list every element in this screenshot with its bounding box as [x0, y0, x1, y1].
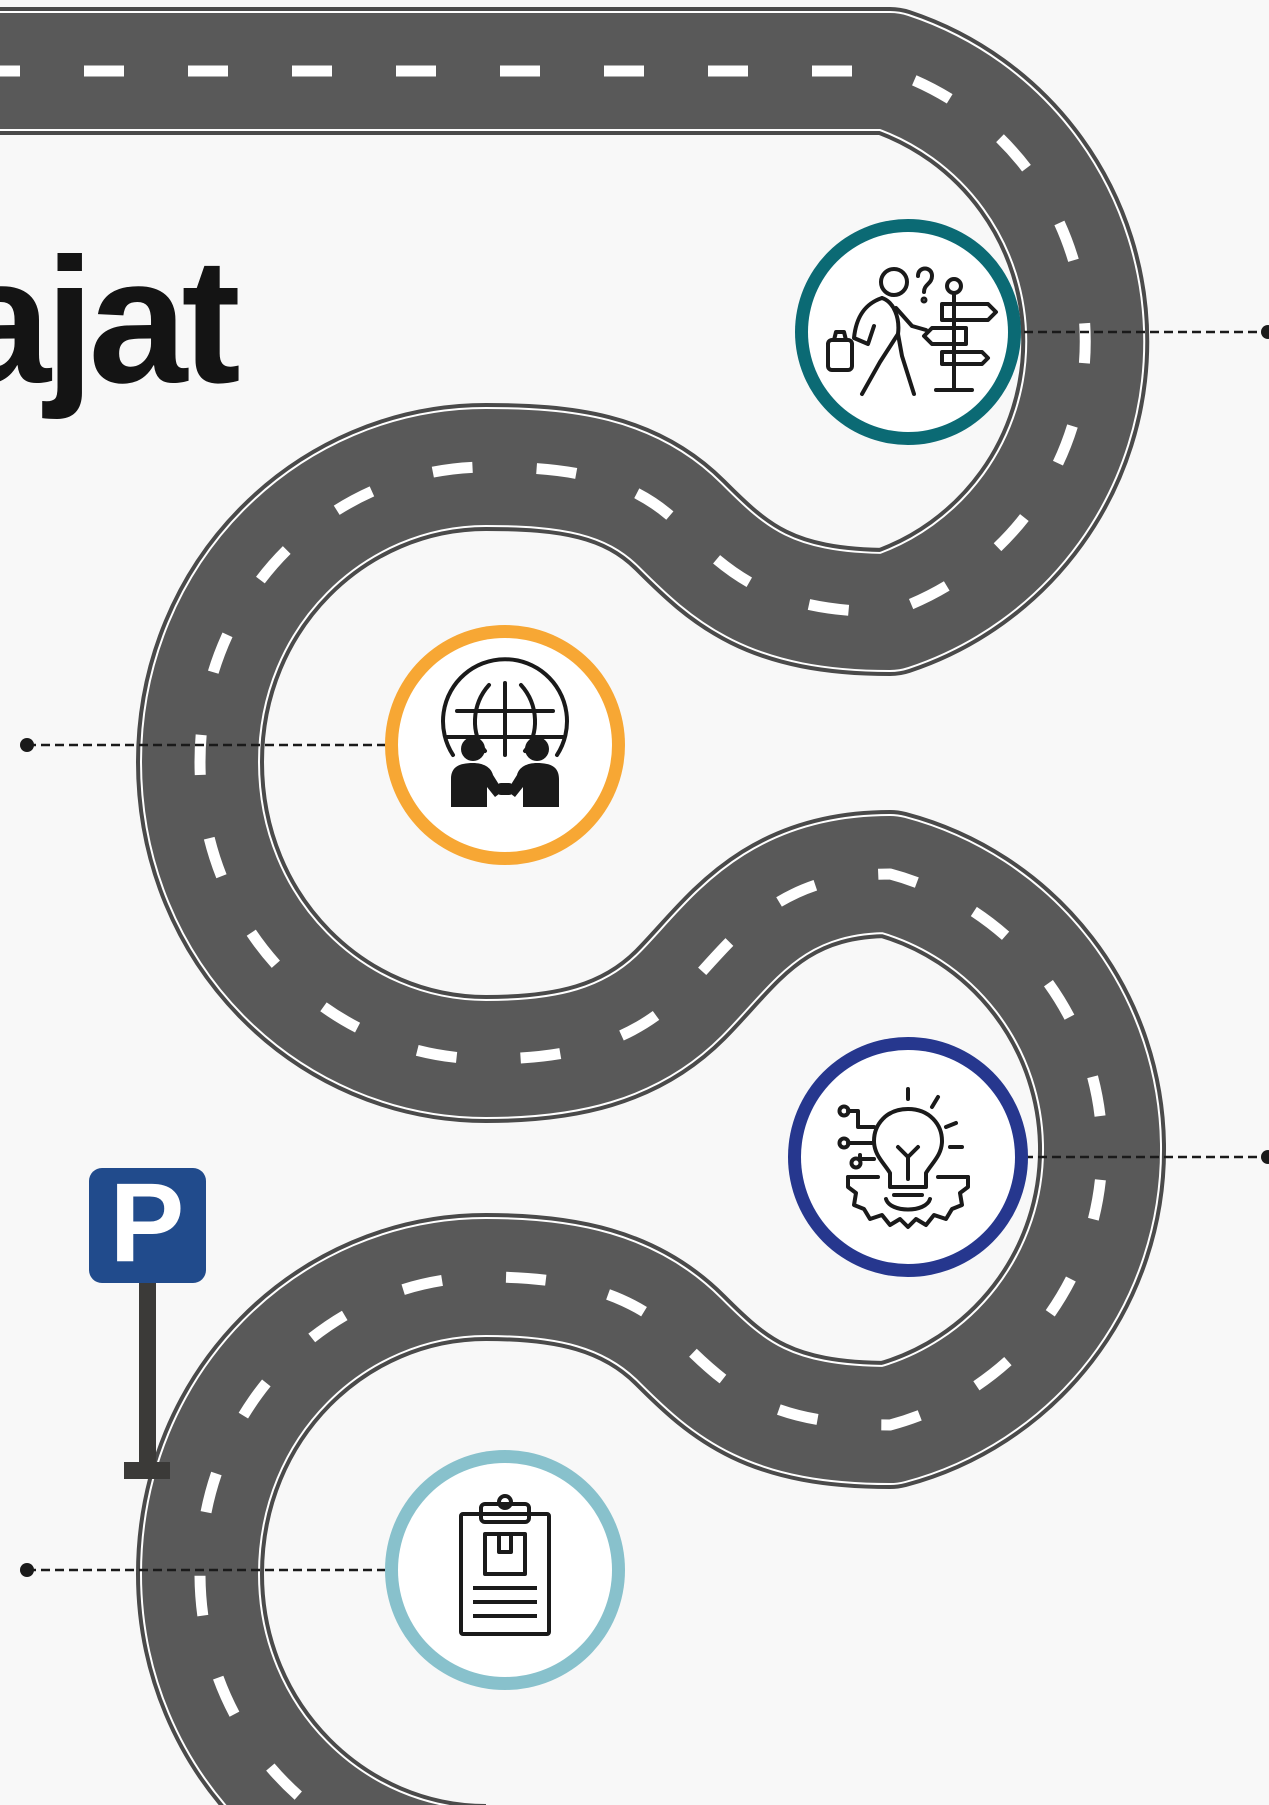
- milestone-4[interactable]: [385, 1450, 625, 1690]
- road-lane-markings: [0, 65, 1108, 1805]
- sign-board: [89, 1168, 206, 1283]
- parking-sign-letter: P: [110, 1160, 185, 1285]
- connector-dot-4: [20, 1563, 34, 1577]
- connector-dot-2: [20, 738, 34, 752]
- person-crossroads-signpost-icon: [826, 266, 998, 396]
- milestone-face: [398, 1463, 612, 1677]
- connector-dot-3: [1261, 1150, 1269, 1164]
- connector-dot-1: [1261, 325, 1269, 339]
- parking-sign: P: [89, 1160, 206, 1479]
- milestone-3[interactable]: [788, 1037, 1028, 1277]
- milestone-1[interactable]: [795, 219, 1021, 445]
- milestone-2[interactable]: [385, 625, 625, 865]
- lightbulb-gear-innovation-icon: [837, 1087, 970, 1229]
- page-title: ajat: [0, 221, 241, 420]
- global-business-handshake-icon: [441, 657, 569, 807]
- connectors: [27, 330, 1269, 1572]
- clipboard-checklist-icon: [459, 1494, 551, 1636]
- sign-pole-base: [124, 1462, 170, 1479]
- connector-dots: [20, 325, 1269, 1577]
- sign-pole: [139, 1275, 156, 1475]
- winding-road: [0, 7, 1167, 1805]
